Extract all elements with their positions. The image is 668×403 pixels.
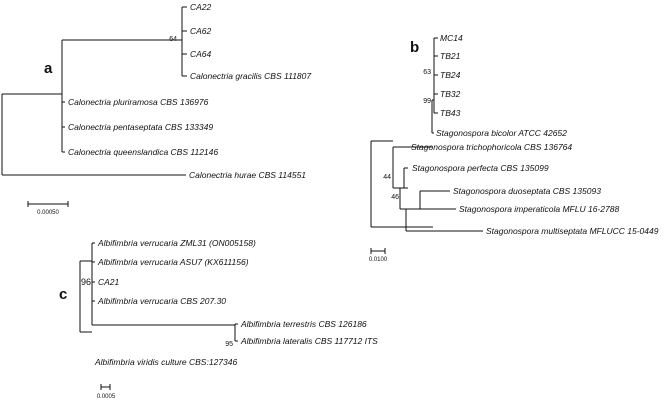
support-value: 63 bbox=[423, 69, 431, 76]
scale-bar-line bbox=[27, 201, 69, 207]
support-value: 99 bbox=[423, 98, 431, 105]
leaf-label: Stagonospora duoseptata CBS 135093 bbox=[453, 186, 601, 196]
leaf-label: Stagonospora imperaticola MFLU 16-2788 bbox=[459, 204, 619, 214]
scale-bar-line bbox=[100, 384, 111, 390]
leaf-label: MC14 bbox=[440, 33, 463, 43]
support-value: 44 bbox=[383, 174, 391, 181]
leaf-label: Calonectria gracilis CBS 111807 bbox=[190, 71, 311, 81]
panel-a-branches bbox=[1, 6, 187, 176]
support-value: 95 bbox=[225, 341, 233, 348]
leaf-label: CA22 bbox=[190, 2, 212, 12]
leaf-label: Stagonospora bicolor ATCC 42652 bbox=[436, 128, 567, 138]
scale-bar-b: 0.0100 bbox=[369, 248, 388, 263]
panel-b-leaves: MC14 TB21 TB24 TB32 TB43 Stagonospora bi… bbox=[411, 33, 659, 236]
scale-bar-c: 0.0005 bbox=[97, 384, 116, 400]
leaf-label: Albifimbria viridis culture CBS:127346 bbox=[94, 357, 237, 367]
leaf-label: Stagonospora multiseptata MFLUCC 15-0449 bbox=[486, 226, 659, 236]
leaf-label: CA62 bbox=[190, 26, 212, 36]
panel-c-supports: 96 95 bbox=[81, 277, 233, 348]
scale-bar-label: 0.00050 bbox=[37, 210, 59, 216]
panel-b-label: b bbox=[410, 39, 419, 56]
leaf-label: Albifimbria lateralis CBS 117712 ITS bbox=[240, 336, 378, 346]
leaf-label: Albifimbria verrucaria CBS 207.30 bbox=[97, 296, 226, 306]
leaf-label: Calonectria pentaseptata CBS 133349 bbox=[68, 122, 213, 132]
support-value: 64 bbox=[169, 36, 177, 43]
leaf-label: CA21 bbox=[98, 277, 120, 287]
leaf-label: TB43 bbox=[440, 108, 461, 118]
panel-a-leaves: CA22 CA62 CA64 Calonectria gracilis CBS … bbox=[68, 2, 311, 180]
leaf-label: TB24 bbox=[440, 70, 461, 80]
leaf-label: Stagonospora trichophoricola CBS 136764 bbox=[411, 142, 572, 152]
leaf-label: TB21 bbox=[440, 51, 461, 61]
panel-b-supports: 63 99 44 46 bbox=[383, 69, 431, 201]
tree-panel-c: c 96 95 Albifimbria verrucaria ZML31 (ON… bbox=[59, 238, 378, 400]
leaf-label: Calonectria queenslandica CBS 112146 bbox=[68, 147, 218, 157]
support-value: 46 bbox=[391, 194, 399, 201]
leaf-label: Albifimbria verrucaria ASU7 (KX611156) bbox=[97, 257, 249, 267]
scale-bar-label: 0.0100 bbox=[369, 257, 388, 263]
panel-c-branches bbox=[79, 242, 238, 342]
leaf-label: Albifimbria terrestris CBS 126186 bbox=[240, 319, 367, 329]
leaf-label: Calonectria hurae CBS 114551 bbox=[189, 170, 306, 180]
panel-a-label: a bbox=[44, 60, 53, 77]
scale-bar-line bbox=[370, 248, 386, 254]
leaf-label: Stagonospora perfecta CBS 135099 bbox=[412, 163, 549, 173]
leaf-label: Calonectria pluriramosa CBS 136976 bbox=[68, 97, 209, 107]
leaf-label: TB32 bbox=[440, 89, 461, 99]
scale-bar-a: 0.00050 bbox=[27, 201, 69, 216]
leaf-label: Albifimbria verrucaria ZML31 (ON005158) bbox=[97, 238, 256, 248]
leaf-label: CA64 bbox=[190, 49, 212, 59]
panel-c-leaves: Albifimbria verrucaria ZML31 (ON005158) … bbox=[94, 238, 378, 367]
support-value: 96 bbox=[81, 277, 91, 287]
panel-b-branches bbox=[370, 37, 483, 232]
tree-panel-a: a 64 CA22 CA62 CA64 Calonectria gracilis… bbox=[1, 2, 311, 216]
tree-panel-b: b bbox=[369, 33, 659, 263]
panel-c-label: c bbox=[59, 286, 67, 303]
scale-bar-label: 0.0005 bbox=[97, 394, 116, 400]
